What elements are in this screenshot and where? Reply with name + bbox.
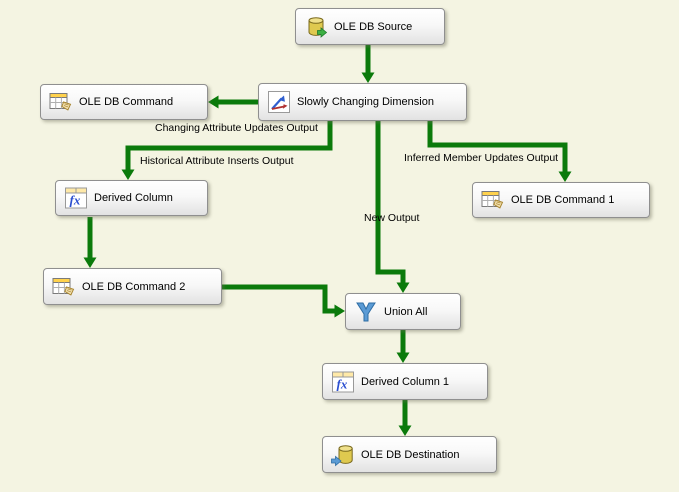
node-ole-db-command-2[interactable]: OLE DB Command 2 <box>43 268 222 305</box>
node-union-all[interactable]: Union All <box>345 293 461 330</box>
node-slowly-changing-dimension[interactable]: Slowly Changing Dimension <box>258 83 467 121</box>
database-destination-icon <box>329 442 357 468</box>
connector-ole-db-command-2-to-union-all[interactable] <box>222 284 345 318</box>
node-ole-db-destination[interactable]: OLE DB Destination <box>322 436 497 473</box>
database-source-icon <box>302 14 330 40</box>
connector-scd-to-ole-db-command-1[interactable] <box>427 121 572 182</box>
ole-db-command-icon <box>50 274 78 300</box>
edge-label-new-output: New Output <box>364 212 420 224</box>
node-ole-db-command[interactable]: OLE DB Command <box>40 84 208 120</box>
derived-column-fx-icon: fx <box>329 369 357 395</box>
node-label: OLE DB Command 2 <box>82 280 186 293</box>
ole-db-command-icon <box>479 187 507 213</box>
edge-label-inferred-member-updates-output: Inferred Member Updates Output <box>404 152 559 164</box>
node-derived-column-1[interactable]: fx Derived Column 1 <box>322 363 488 400</box>
node-label: OLE DB Destination <box>361 448 460 461</box>
node-ole-db-command-1[interactable]: OLE DB Command 1 <box>472 182 650 218</box>
node-label: OLE DB Source <box>334 20 413 33</box>
svg-text:fx: fx <box>337 376 348 391</box>
node-ole-db-source[interactable]: OLE DB Source <box>295 8 445 45</box>
node-label: Derived Column 1 <box>361 375 450 388</box>
connector-scd-to-union-all[interactable] <box>375 121 410 293</box>
connector-scd-to-derived-column[interactable] <box>121 121 333 180</box>
node-label: Derived Column <box>94 192 173 204</box>
union-all-icon <box>352 299 380 325</box>
node-label: Slowly Changing Dimension <box>297 96 434 108</box>
ole-db-command-icon <box>47 89 75 115</box>
node-label: OLE DB Command <box>79 96 174 108</box>
edge-label-changing-attribute-updates-output: Changing Attribute Updates Output <box>155 122 318 134</box>
node-derived-column[interactable]: fx Derived Column <box>55 180 208 216</box>
node-label: OLE DB Command 1 <box>511 194 615 206</box>
slowly-changing-dimension-icon <box>265 89 293 115</box>
node-label: Union All <box>384 305 428 318</box>
edge-label-historical-attribute-inserts-output: Historical Attribute Inserts Output <box>140 155 294 167</box>
derived-column-fx-icon: fx <box>62 185 90 211</box>
svg-text:fx: fx <box>70 193 81 208</box>
